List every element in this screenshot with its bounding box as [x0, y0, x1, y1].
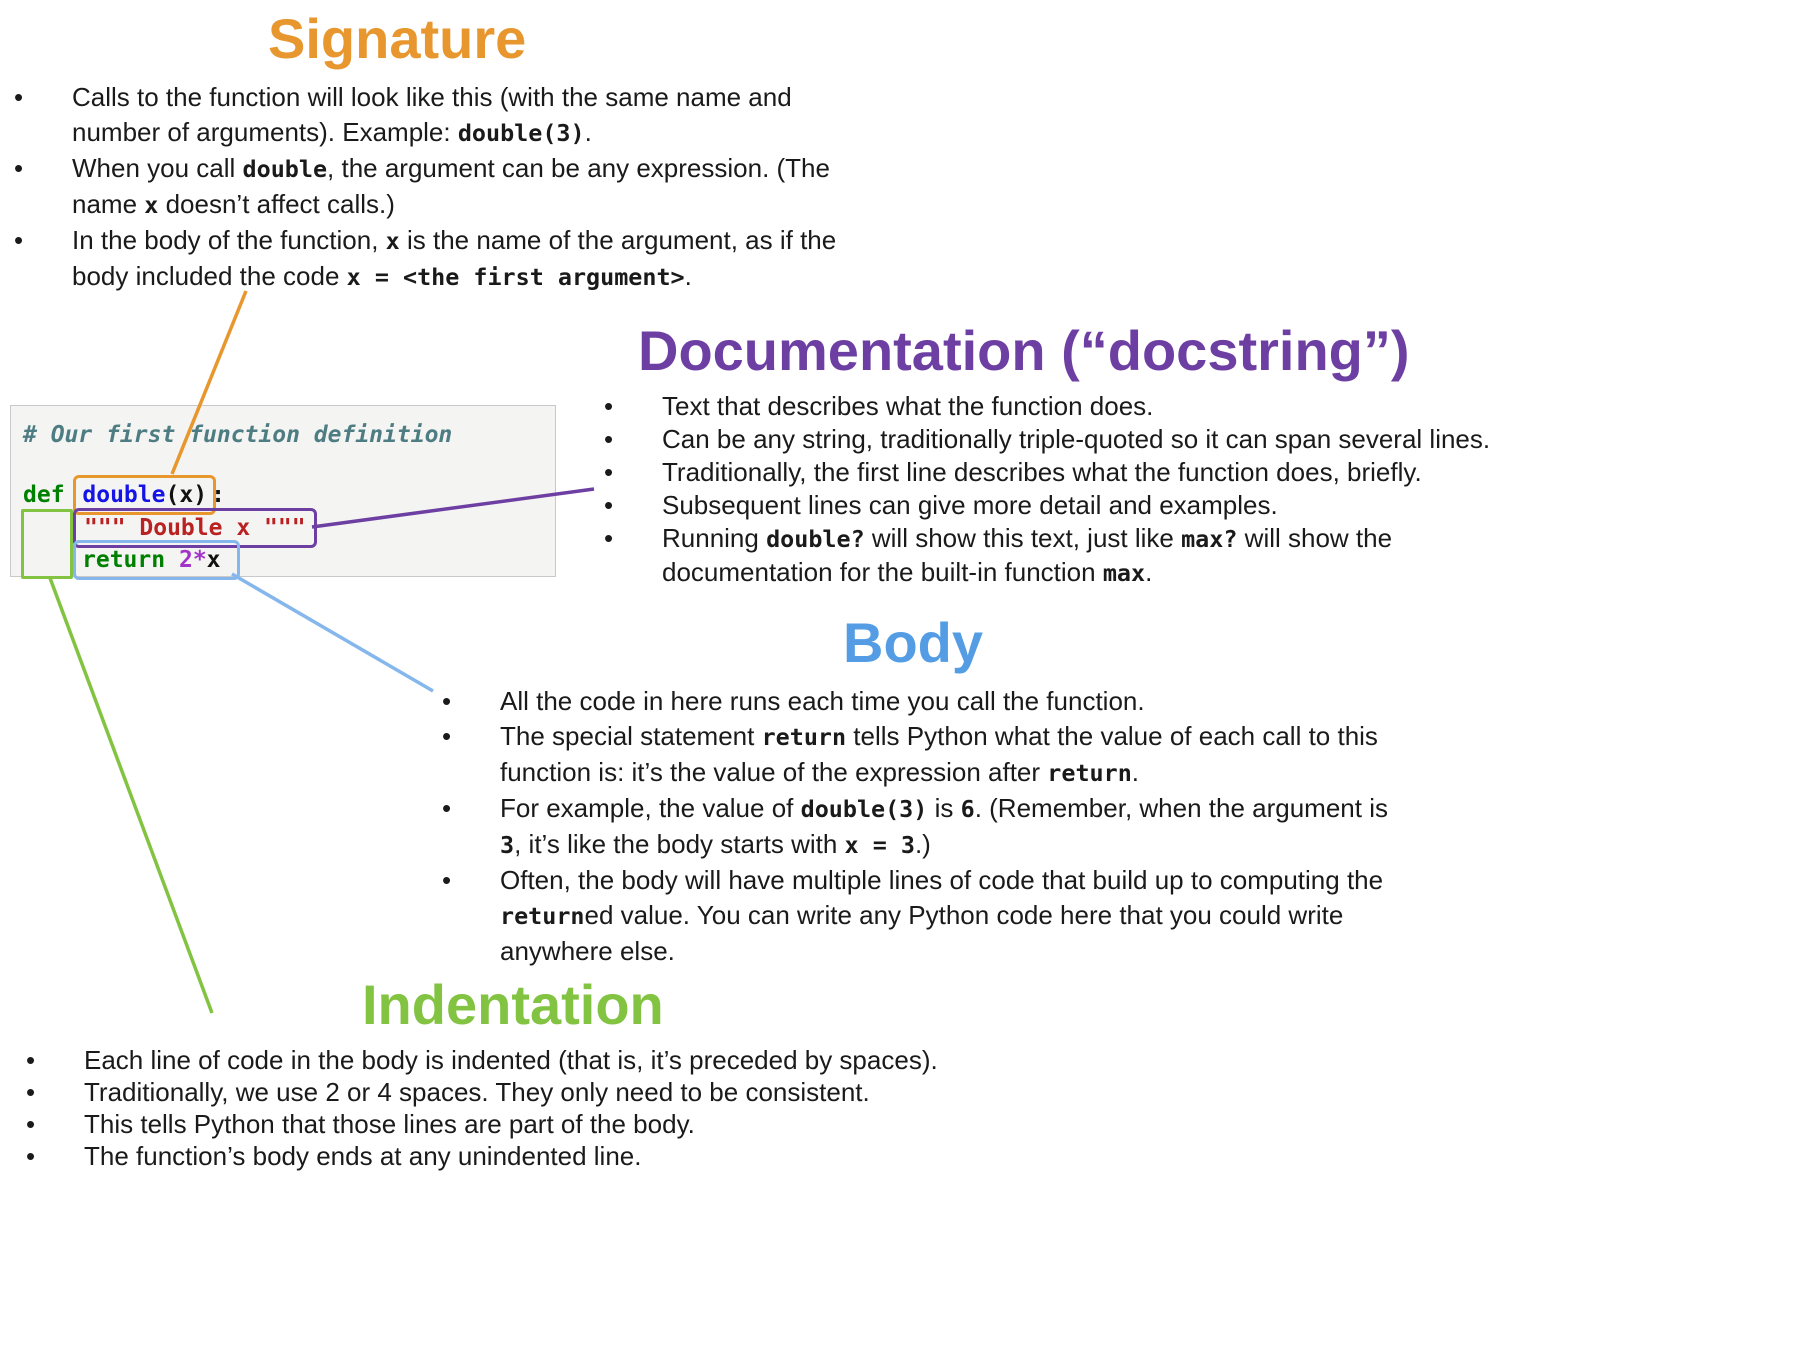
bullet-dot: •	[26, 1077, 36, 1107]
body-connector-line	[231, 572, 434, 693]
bullet-dot: •	[604, 490, 614, 520]
bullet-item: •All the code in here runs each time you…	[438, 684, 1403, 719]
code-return-line: return 2*x	[73, 540, 240, 580]
signature-bullets: •Calls to the function will look like th…	[10, 80, 848, 295]
bullet-item: •For example, the value of double(3) is …	[442, 793, 1388, 859]
bullet-dot: •	[442, 793, 452, 823]
body-bullets: •All the code in here runs each time you…	[438, 684, 1403, 969]
bullet-dot: •	[26, 1109, 36, 1139]
bullet-item: •Traditionally, we use 2 or 4 spaces. Th…	[26, 1077, 870, 1107]
code-comment-line: # Our first function definition	[23, 422, 453, 448]
indentation-heading: Indentation	[362, 973, 664, 1036]
documentation-bullets: •Text that describes what the function d…	[600, 390, 1560, 590]
bullet-item: •Traditionally, the first line describes…	[604, 457, 1422, 487]
code-docstring-line: """ Double x """	[73, 508, 317, 548]
indentation-bullets: •Each line of code in the body is indent…	[22, 1044, 1082, 1172]
bullet-dot: •	[26, 1141, 36, 1171]
bullet-dot: •	[442, 686, 452, 716]
bullet-dot: •	[604, 424, 614, 454]
bullet-item: •This tells Python that those lines are …	[26, 1109, 695, 1139]
bullet-item: •The function’s body ends at any uninden…	[26, 1141, 642, 1171]
indentation-connector-line	[48, 577, 214, 1014]
bullet-item: •The special statement return tells Pyth…	[442, 721, 1378, 787]
bullet-dot: •	[604, 523, 614, 553]
bullet-item: •Calls to the function will look like th…	[14, 82, 792, 147]
bullet-item: •Subsequent lines can give more detail a…	[604, 490, 1278, 520]
bullet-dot: •	[14, 225, 24, 255]
bullet-dot: •	[26, 1045, 36, 1075]
bullet-dot: •	[604, 457, 614, 487]
documentation-heading: Documentation (“docstring”)	[638, 319, 1410, 382]
docstring-text: """ Double x """	[84, 515, 306, 541]
bullet-item: •Running double? will show this text, ju…	[604, 523, 1393, 587]
body-heading: Body	[843, 611, 983, 674]
code-block: # Our first function definition def doub…	[10, 405, 556, 580]
bullet-item: •In the body of the function, x is the n…	[14, 225, 837, 291]
bullet-dot: •	[442, 865, 452, 895]
code-def-keyword: def	[23, 482, 79, 508]
code-def-colon: :	[211, 482, 225, 508]
bullet-dot: •	[14, 153, 24, 183]
code-def-line: def double(x):	[23, 475, 225, 515]
bullet-dot: •	[14, 82, 24, 112]
signature-highlight-box: double(x)	[73, 475, 217, 515]
bullet-item: •Text that describes what the function d…	[604, 391, 1154, 421]
docstring-highlight-box: """ Double x """	[73, 508, 317, 548]
body-highlight-box: return 2*x	[73, 540, 240, 580]
signature-heading: Signature	[268, 7, 527, 70]
bullet-item: •Each line of code in the body is indent…	[26, 1045, 938, 1075]
bullet-item: •Often, the body will have multiple line…	[442, 865, 1384, 966]
bullet-item: •When you call double, the argument can …	[14, 153, 830, 219]
bullet-dot: •	[604, 391, 614, 421]
bullet-item: •Can be any string, traditionally triple…	[604, 424, 1491, 454]
indentation-highlight-box	[21, 509, 73, 579]
bullet-dot: •	[442, 721, 452, 751]
